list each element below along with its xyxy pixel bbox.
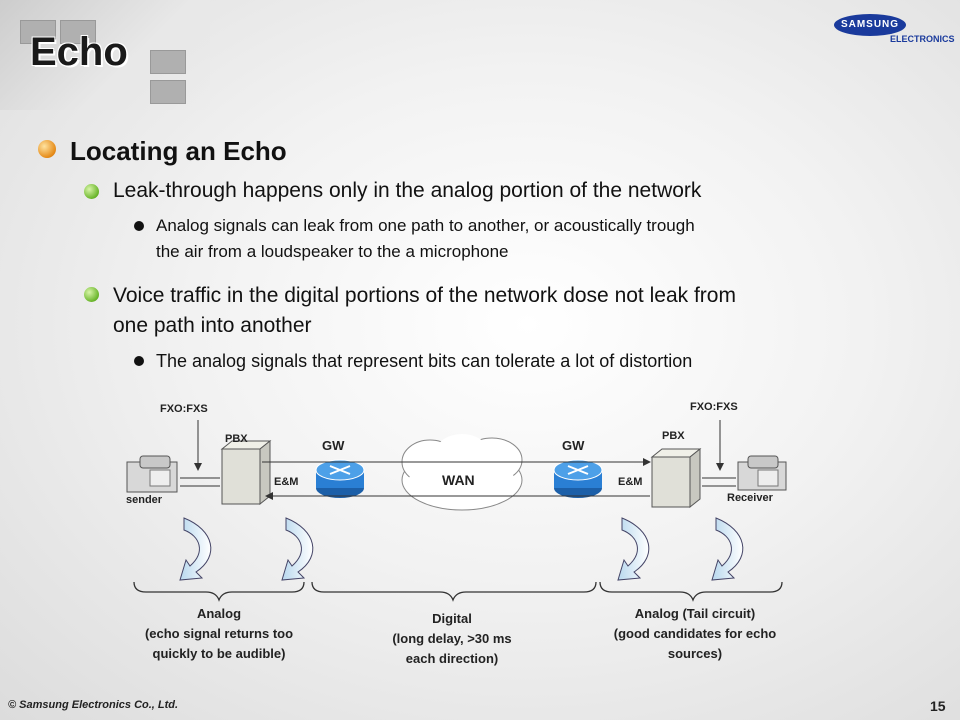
green-bullet-icon <box>84 184 99 199</box>
caption-line: Analog <box>196 606 242 621</box>
black-bullet-icon <box>134 356 144 366</box>
footer-copyright: © Samsung Electronics Co., Ltd. <box>8 699 179 711</box>
background-port <box>60 20 96 44</box>
caption-line: quickly to be audible) <box>152 646 286 661</box>
digital-brace <box>311 581 597 602</box>
caption-line: (echo signal returns too <box>144 626 294 641</box>
bullet-text: Voice traffic in the digital portions of… <box>113 281 736 341</box>
left-pbx-icon <box>220 439 272 506</box>
analog-left-caption: Analog (echo signal returns too quickly … <box>124 604 314 664</box>
sender-phone-icon <box>126 455 178 493</box>
green-bullet-icon <box>84 287 99 302</box>
logo-subtext: ELECTRONICS <box>890 34 955 44</box>
right-router-icon <box>553 459 603 498</box>
bullet-text: Leak-through happens only in the analog … <box>113 179 702 202</box>
right-analog-brace <box>599 581 783 602</box>
page-number: 15 <box>930 698 946 714</box>
samsung-logo: SAMSUNG ELECTRONICS <box>832 12 955 48</box>
echo-curve-arrow <box>281 517 314 581</box>
sub-bullet-line: the air from a loudspeaker to the a micr… <box>156 242 509 261</box>
sender-label: sender <box>126 494 163 506</box>
caption-line: each direction) <box>405 651 499 666</box>
sub-bullet-line: Analog signals can leak from one path to… <box>156 216 695 235</box>
black-bullet-icon <box>134 221 144 231</box>
analog-right-caption: Analog (Tail circuit) (good candidates f… <box>590 604 800 664</box>
receiver-label: Receiver <box>727 492 773 504</box>
caption-line: (long delay, >30 ms <box>392 631 512 646</box>
sub-bullet-text: The analog signals that represent bits c… <box>156 351 693 371</box>
echo-curve-arrow <box>179 517 212 581</box>
echo-curve-arrow <box>617 517 650 581</box>
right-pbx-icon <box>650 447 702 509</box>
echo-curve-arrow <box>711 517 744 581</box>
section-heading: Locating an Echo <box>70 136 287 166</box>
digital-caption: Digital (long delay, >30 ms each directi… <box>362 609 542 669</box>
right-fxo-label: FXO:FXS <box>690 401 738 413</box>
left-gw-label: GW <box>322 438 345 453</box>
right-gw-label: GW <box>562 438 585 453</box>
caption-line: Digital <box>432 611 472 626</box>
slide-title: Echo <box>30 30 128 74</box>
left-pbx-label: PBX <box>225 433 248 445</box>
bullet-line: one path into another <box>113 314 312 337</box>
orange-bullet-icon <box>38 140 56 158</box>
caption-line: Analog (Tail circuit) <box>634 606 756 621</box>
logo-oval: SAMSUNG <box>834 14 906 36</box>
background-port <box>150 50 186 74</box>
receiver-phone-icon <box>737 455 787 491</box>
caption-line: sources) <box>667 646 723 661</box>
left-analog-brace <box>133 581 305 602</box>
right-em-label: E&M <box>618 476 643 488</box>
caption-line: (good candidates for echo <box>613 626 777 641</box>
background-port <box>150 80 186 104</box>
right-pbx-label: PBX <box>662 430 685 442</box>
sub-bullet-text: Analog signals can leak from one path to… <box>156 213 695 265</box>
wan-label: WAN <box>442 472 475 488</box>
background-port <box>20 20 56 44</box>
left-fxo-label: FXO:FXS <box>160 403 208 415</box>
left-em-label: E&M <box>274 476 299 488</box>
left-router-icon <box>315 459 365 498</box>
bullet-line: Voice traffic in the digital portions of… <box>113 284 736 307</box>
